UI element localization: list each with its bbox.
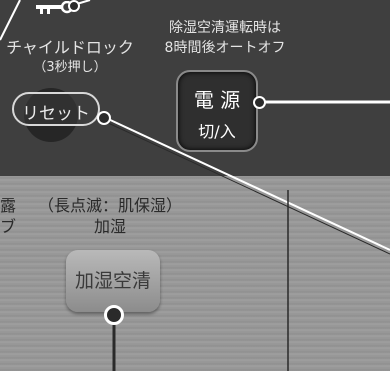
reset-label: リセット [22,104,90,124]
humidify-marker [104,305,124,325]
power-marker [253,96,266,109]
left-partial-line1: 露 [0,196,17,215]
power-button[interactable]: 電 源 切/入 [176,70,258,152]
auto-off-line2: 8時間後オートオフ [164,40,286,56]
child-lock-sub: （3秒押し） [33,60,107,75]
child-lock-label: チャイルドロック [6,38,134,57]
reset-marker [97,111,111,125]
humidify-info-line1: （長点滅：肌保湿） [37,196,182,215]
humidify-purify-button[interactable]: 加湿空清 [66,250,160,312]
auto-off-line1: 除湿空清運転時は [169,20,281,36]
power-button-sublabel: 切/入 [198,122,236,141]
left-partial-line2: ブ [0,217,17,236]
power-button-label: 電 源 [193,88,241,112]
humidify-purify-label: 加湿空清 [74,270,151,292]
humidify-info-line2: 加湿 [93,217,126,236]
reset-button[interactable]: リセット [12,92,100,126]
child-lock-marker [68,0,80,12]
